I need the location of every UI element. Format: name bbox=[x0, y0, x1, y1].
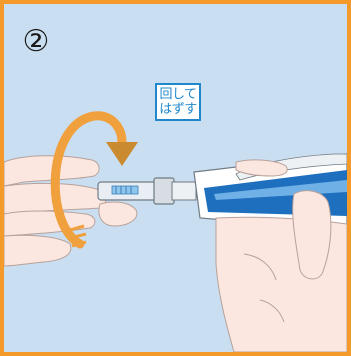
instruction-label: 回して はずす bbox=[155, 83, 201, 121]
pen-needle-icon bbox=[97, 177, 197, 205]
right-hand bbox=[215, 159, 347, 352]
instruction-line-1: 回して bbox=[159, 87, 197, 102]
left-hand bbox=[4, 155, 138, 267]
step-number-badge: ② bbox=[22, 24, 50, 59]
curved-rotate-arrow-icon bbox=[50, 111, 138, 249]
instruction-line-2: はずす bbox=[159, 102, 197, 117]
pen-needle-removal-illustration bbox=[4, 111, 347, 352]
